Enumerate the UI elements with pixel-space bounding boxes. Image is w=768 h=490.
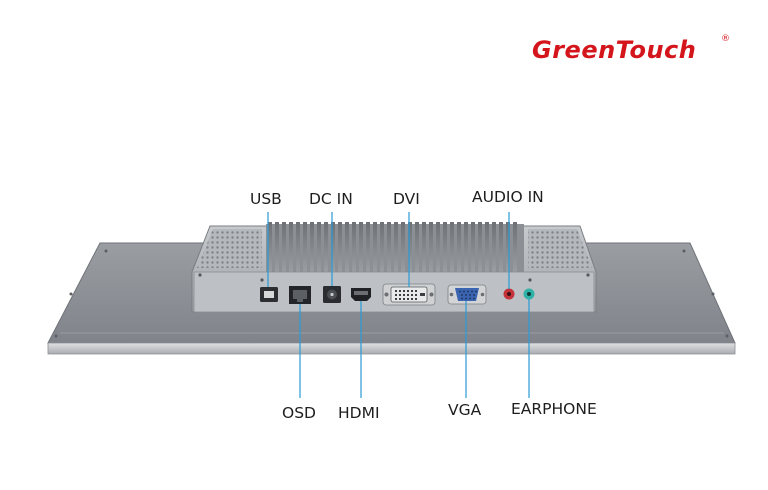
label-dvi: DVI [393, 190, 420, 208]
osd-port [289, 286, 311, 304]
label-vga: VGA [448, 401, 482, 419]
left-vent-grille [197, 229, 262, 268]
registered-mark: ® [721, 34, 731, 44]
dvi-port [382, 283, 436, 306]
brand-logo: GreenTouch ® [532, 34, 730, 64]
label-usb: USB [250, 190, 282, 208]
dc-in-port [323, 286, 341, 303]
usb-port [260, 287, 278, 302]
vga-port [447, 284, 487, 305]
callout-lines [267, 212, 530, 398]
label-osd: OSD [282, 404, 316, 422]
audio-in-port [503, 288, 515, 300]
brand-name: GreenTouch [532, 36, 697, 64]
hdmi-port [351, 288, 371, 301]
heatsink-fins [266, 222, 524, 272]
label-hdmi: HDMI [338, 404, 380, 422]
earphone-port [523, 288, 535, 300]
label-dc-in: DC IN [309, 190, 353, 208]
label-audio-in: AUDIO IN [472, 188, 544, 206]
label-earphone: EARPHONE [511, 400, 597, 418]
right-vent-grille [528, 229, 592, 268]
